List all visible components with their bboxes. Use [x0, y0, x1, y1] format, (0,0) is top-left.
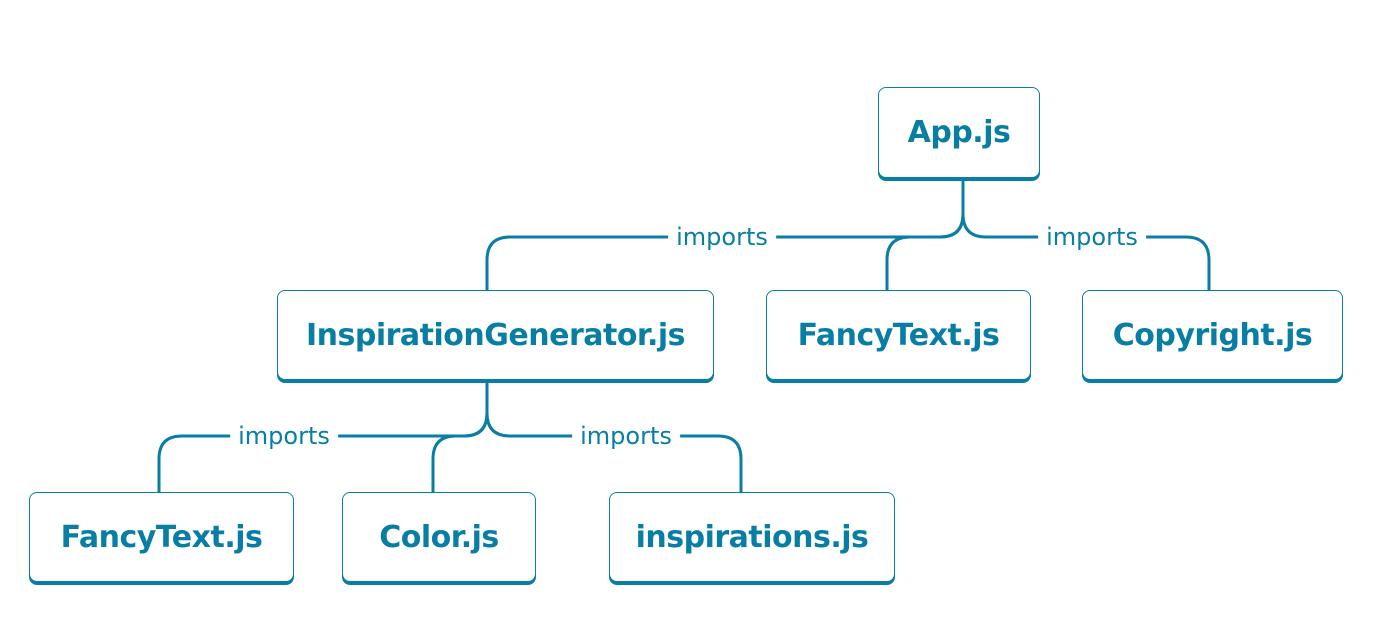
- edge-label-imports: imports: [668, 225, 776, 249]
- node-inspirations: inspirations.js: [609, 492, 895, 582]
- connector-app-to-copyright: [961, 212, 1211, 292]
- node-copyright: Copyright.js: [1082, 290, 1343, 380]
- connector-inspiration-to-inspirations: [485, 411, 743, 494]
- edge-label-imports: imports: [230, 424, 338, 448]
- node-color: Color.js: [342, 492, 536, 582]
- connector-inspiration-to-fancytext: [157, 411, 489, 494]
- node-fancy-text: FancyText.js: [766, 290, 1031, 380]
- edge-label-imports: imports: [1038, 225, 1146, 249]
- node-fancy-text: FancyText.js: [29, 492, 294, 582]
- edge-label-imports: imports: [572, 424, 680, 448]
- node-inspiration-generator: InspirationGenerator.js: [277, 290, 714, 380]
- connector-app-to-inspiration: [485, 212, 965, 292]
- node-app: App.js: [878, 87, 1040, 178]
